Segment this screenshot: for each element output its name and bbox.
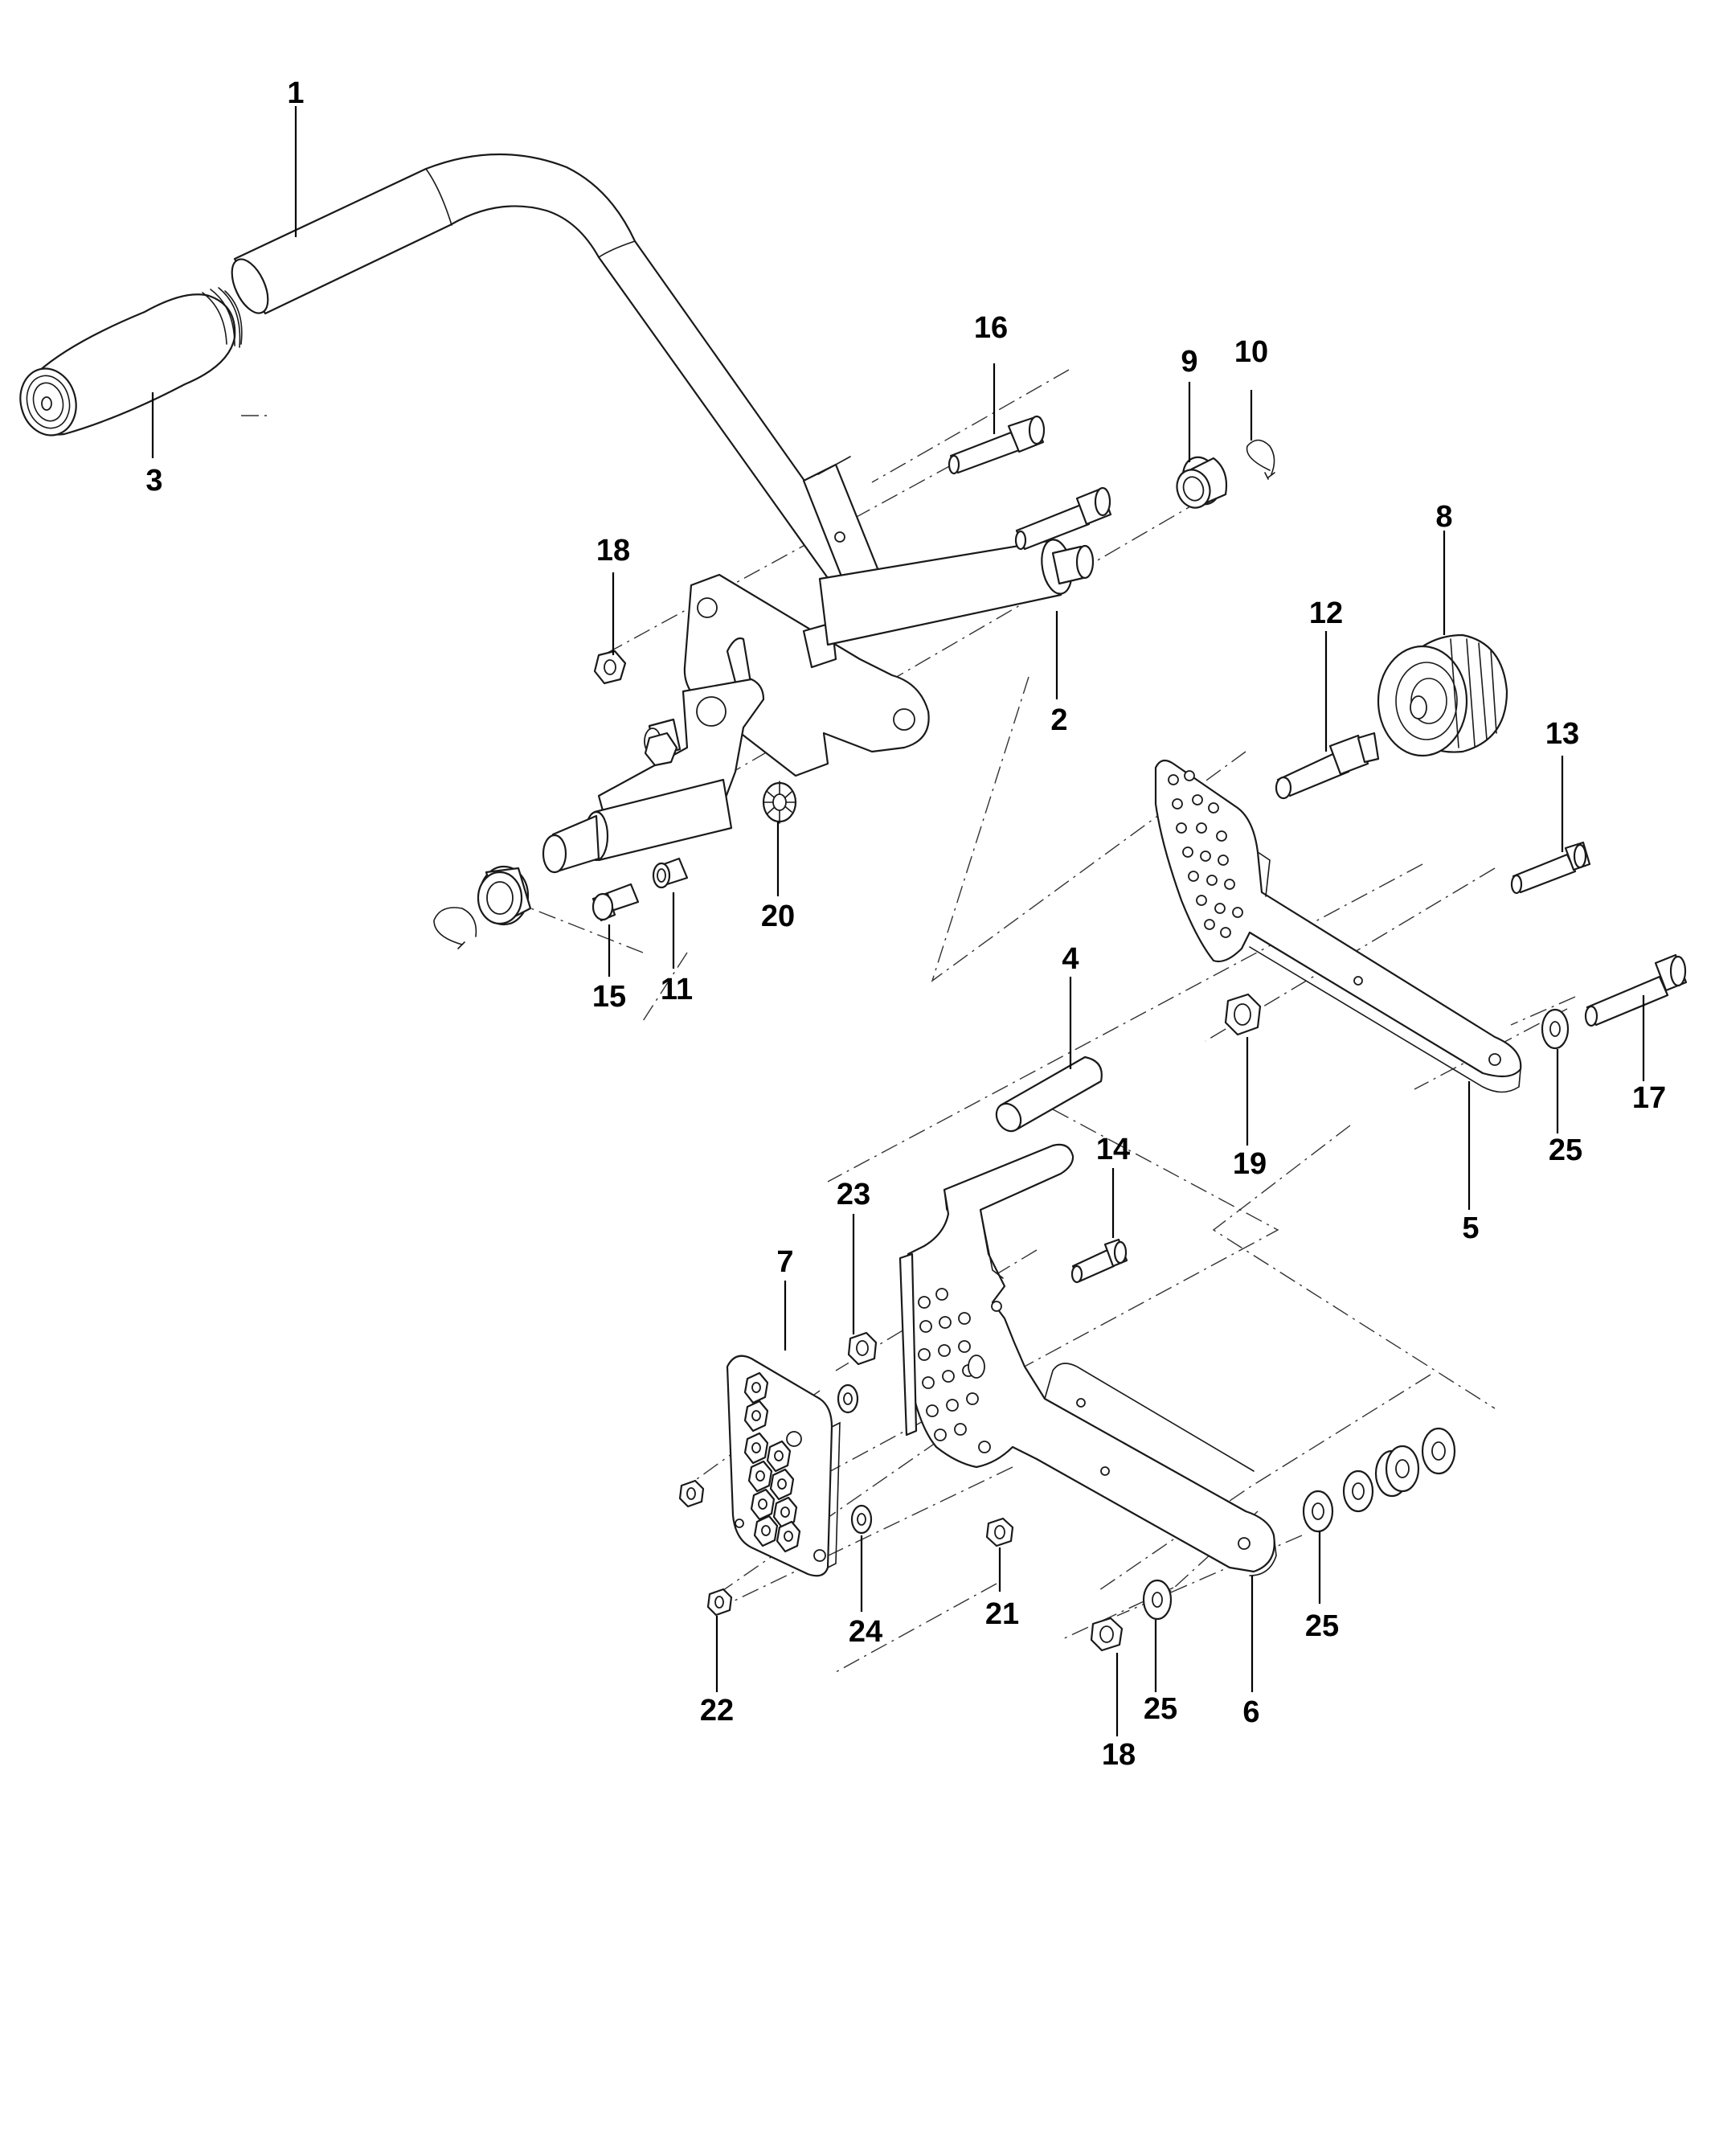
callout-20: 20 [761, 900, 795, 933]
callout-12: 12 [1309, 596, 1343, 630]
callout-11: 11 [661, 973, 693, 1006]
bolt-16 [948, 415, 1046, 475]
nut-21 [985, 1517, 1014, 1547]
nut-18-upper [593, 650, 627, 685]
callout-10: 10 [1234, 335, 1268, 369]
callout-labels: 1 3 16 9 10 18 8 12 2 13 20 15 11 4 17 2… [145, 76, 1666, 1772]
bushing-9 [1176, 456, 1228, 509]
callout-25-lower-right: 25 [1305, 1609, 1339, 1643]
callout-23: 23 [837, 1178, 870, 1211]
bolt-17 [1584, 953, 1688, 1027]
handle-grip [19, 287, 243, 437]
callout-13: 13 [1545, 717, 1579, 751]
bolt-14 [1070, 1238, 1128, 1284]
nut-18-lower [1090, 1617, 1124, 1652]
callout-9: 9 [1181, 345, 1197, 379]
callout-1: 1 [287, 76, 304, 110]
callout-16: 16 [974, 311, 1008, 345]
pedal-bracket-6 [898, 1143, 1277, 1576]
callout-25-upper: 25 [1549, 1133, 1582, 1167]
callout-2: 2 [1050, 703, 1067, 737]
retaining-clip-lower [433, 907, 477, 949]
knob-8 [1377, 633, 1508, 757]
callout-17: 17 [1632, 1081, 1666, 1115]
nut-23 [847, 1331, 878, 1366]
washer-stack-25 [1302, 1427, 1456, 1533]
callout-5: 5 [1462, 1211, 1479, 1245]
washer-25-lower-mid [1142, 1579, 1173, 1621]
washer-25-upper [1541, 1008, 1570, 1050]
callout-8: 8 [1435, 500, 1452, 534]
callout-25-lower-mid: 25 [1144, 1692, 1177, 1726]
callout-6: 6 [1242, 1695, 1259, 1729]
bolt-15 [591, 883, 640, 922]
callout-3: 3 [145, 464, 162, 498]
nut-19 [1224, 993, 1262, 1036]
lock-washer-20 [762, 781, 797, 824]
callout-15: 15 [592, 980, 626, 1014]
bolt-upper [1014, 486, 1112, 551]
callout-24: 24 [849, 1615, 882, 1649]
leader-lines [151, 106, 1645, 1736]
callout-7: 7 [776, 1245, 793, 1279]
callout-21: 21 [985, 1597, 1019, 1631]
washer-24 [850, 1504, 873, 1535]
callout-14: 14 [1096, 1133, 1130, 1166]
nut-shaft [644, 732, 678, 767]
washer-small-1 [837, 1383, 859, 1414]
bushing-lower [477, 865, 532, 926]
callout-18-lower: 18 [1102, 1738, 1136, 1772]
nut-left [678, 1479, 705, 1508]
callout-19: 19 [1233, 1147, 1267, 1181]
bolt-13 [1510, 841, 1591, 895]
spacer-11 [652, 857, 689, 889]
nut-22 [706, 1588, 733, 1617]
retaining-clip-10 [1246, 439, 1275, 480]
pivot-shaft-bracket [542, 539, 1095, 874]
callout-22: 22 [700, 1694, 734, 1728]
callout-18-upper: 18 [596, 534, 630, 568]
handle-tube [231, 153, 894, 625]
pedal-bracket-5 [1154, 759, 1522, 1093]
callout-4: 4 [1062, 942, 1079, 976]
pedal-pad-7 [726, 1355, 841, 1577]
stud-12 [1275, 732, 1380, 800]
pin-4 [995, 1055, 1103, 1133]
